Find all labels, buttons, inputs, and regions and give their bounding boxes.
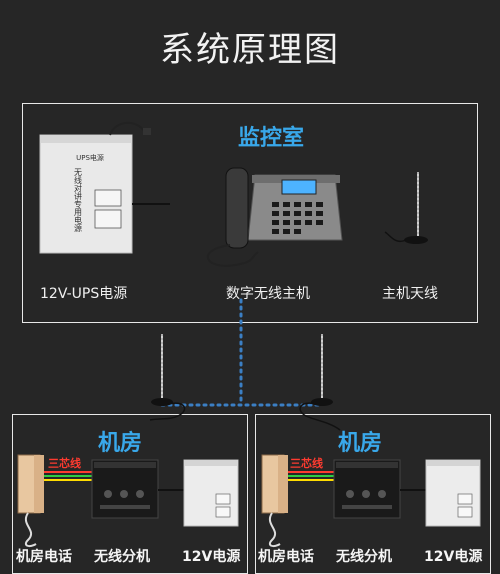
machine-room-title-right: 机房 (338, 431, 383, 456)
control-room-box (22, 103, 478, 323)
power-box-right (425, 459, 481, 527)
machine-room-title-left: 机房 (98, 431, 143, 456)
triple-wire-label-right: 三芯线 (290, 457, 323, 470)
dotted-link (160, 298, 324, 407)
machine-phone-caption-left: 机房电话 (16, 549, 72, 565)
antenna-caption: 主机天线 (382, 286, 438, 302)
ups-power-device (39, 121, 170, 254)
diagram-title: 系统原理图 (160, 30, 340, 70)
wireless-extension-right (333, 459, 401, 519)
power-caption-right: 12V电源 (424, 549, 483, 565)
machine-phone-right (261, 454, 288, 548)
control-room-title: 监控室 (238, 126, 305, 151)
triple-wire-label-left: 三芯线 (48, 457, 81, 470)
wireless-host-device (207, 167, 343, 267)
ups-device-label: UPS电源 (76, 153, 104, 162)
ups-caption: 12V-UPS电源 (40, 286, 128, 302)
triple-wire-right (288, 471, 334, 481)
relay-antenna-left (149, 334, 186, 421)
host-caption: 数字无线主机 (226, 286, 310, 302)
machine-phone-caption-right: 机房电话 (258, 549, 314, 565)
power-caption-left: 12V电源 (182, 549, 241, 565)
power-box-left (183, 459, 239, 527)
wireless-extension-left (91, 459, 159, 519)
relay-antenna-right (299, 334, 341, 431)
extension-caption-left: 无线分机 (94, 549, 150, 565)
machine-phone-left (17, 454, 44, 548)
triple-wire-left (44, 471, 92, 481)
extension-caption-right: 无线分机 (336, 549, 392, 565)
host-antenna (384, 172, 428, 244)
ups-device-vertical-label: 无线对讲专用电源 (74, 168, 83, 233)
